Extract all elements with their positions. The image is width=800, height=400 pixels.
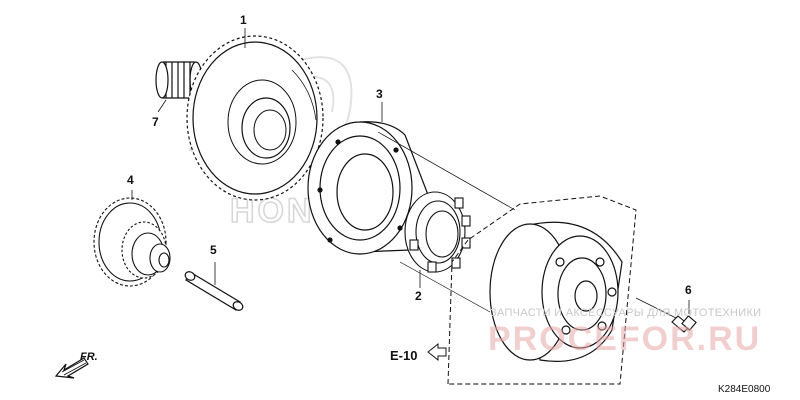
starter-driven-gear	[186, 35, 324, 201]
reference-box	[447, 195, 637, 385]
needle-bearing	[155, 61, 203, 99]
watermark-logo: PROCEFOR.RU	[488, 320, 761, 358]
callout-6: 6	[685, 283, 692, 297]
one-way-clutch	[404, 191, 471, 273]
one-way-clutch-outer	[307, 121, 431, 255]
idle-gear	[93, 197, 171, 287]
diagram-code: K284E0800	[718, 384, 771, 395]
assembly-line-upper	[377, 131, 516, 211]
callout-5: 5	[210, 243, 217, 257]
reference-arrow-icon	[427, 342, 447, 362]
bolt-guide-line	[635, 297, 677, 319]
assembly-line-lower	[399, 261, 491, 313]
callout-3: 3	[376, 87, 383, 101]
callout-2: 2	[415, 289, 422, 303]
flywheel	[489, 221, 623, 362]
callout-1: 1	[240, 13, 247, 27]
reference-label: E-10	[390, 348, 417, 363]
idle-gear-shaft	[184, 271, 244, 311]
front-direction-label: FR.	[80, 351, 98, 363]
callout-4: 4	[127, 173, 134, 187]
front-direction-arrow-icon	[54, 357, 89, 379]
leader-7	[157, 99, 167, 113]
watermark-caption: ЗАПЧАСТИ И АКСЕССУАРЫ ДЛЯ МОТОТЕХНИКИ	[490, 307, 761, 319]
flywheel-bolt	[671, 315, 697, 333]
callout-7: 7	[152, 115, 159, 129]
